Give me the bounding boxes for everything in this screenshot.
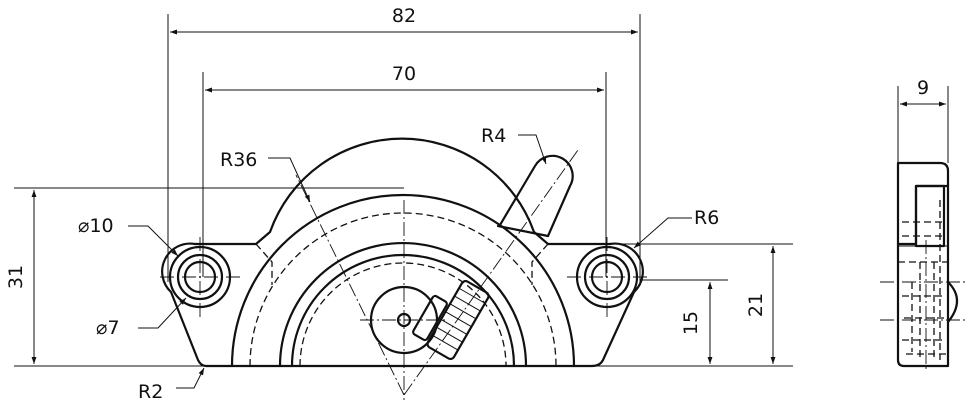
dimension-hole-spacing: 70: [202, 63, 607, 277]
lever-knob: [496, 154, 574, 238]
dimension-thickness: 9: [897, 77, 949, 163]
dim-text-31: 31: [5, 265, 27, 289]
dimension-overall-width: 82: [167, 5, 641, 282]
knurled-roller: [412, 279, 490, 361]
side-outline: [896, 161, 950, 368]
hidden-step-right: [531, 243, 549, 285]
dim-text-21: 21: [745, 293, 767, 317]
hidden-arc-inner: [299, 262, 507, 367]
dimension-total-height: 31: [5, 187, 404, 367]
side-hidden-lines: [898, 200, 948, 360]
leader-lug-radius: R6: [633, 207, 719, 249]
label-d10: ⌀10: [78, 215, 114, 237]
label-r2: R2: [138, 381, 163, 403]
leader-knob-radius: R4: [481, 125, 547, 165]
dim-text-70: 70: [392, 63, 416, 85]
leader-hole-outer: ⌀10: [78, 215, 179, 257]
label-r36: R36: [220, 149, 257, 171]
hidden-arc-outer: [249, 212, 557, 367]
side-view: 9: [880, 77, 966, 372]
leader-corner-radius: R2: [138, 367, 205, 403]
inner-arch: [230, 193, 576, 368]
dimension-hole-height: 21: [556, 243, 793, 367]
base-outline: [161, 137, 644, 368]
dim-text-15: 15: [680, 311, 702, 335]
hidden-step-left: [255, 243, 273, 285]
front-view: 82 70 31 21 15 R3: [5, 5, 793, 403]
dimension-axis-height: 15: [640, 279, 728, 364]
leader-hole-inner: ⌀7: [96, 297, 187, 339]
leader-arc-radius: R36: [220, 149, 311, 203]
label-d7: ⌀7: [96, 317, 120, 339]
centerline-lever: [403, 149, 579, 396]
radius-line: [295, 174, 405, 396]
window-arch-inner: [290, 253, 516, 368]
dim-text-9: 9: [917, 77, 929, 99]
side-roller: [946, 280, 959, 324]
label-r4: R4: [481, 125, 506, 147]
window-arch: [278, 241, 528, 368]
dim-text-82: 82: [392, 5, 416, 27]
label-r6: R6: [694, 207, 719, 229]
